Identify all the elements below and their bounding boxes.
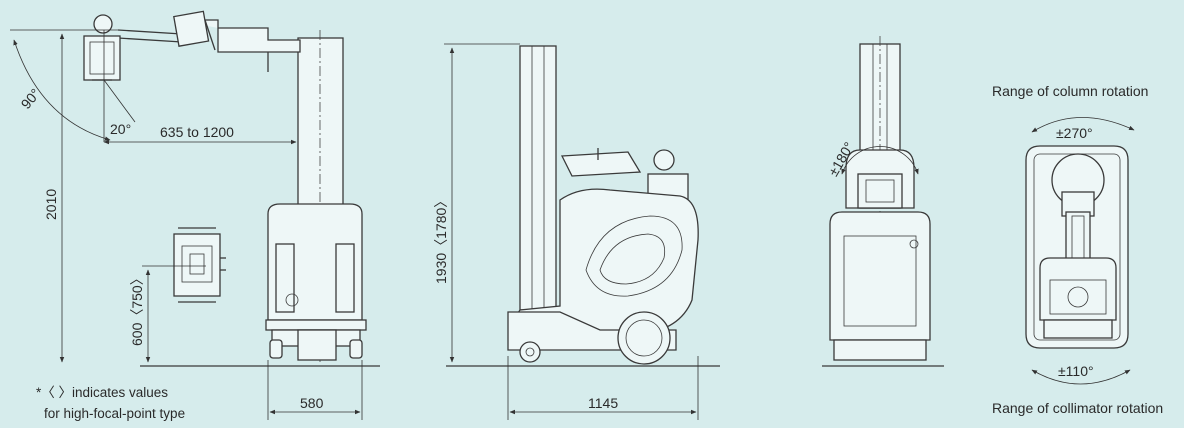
collimator-rotation-title: Range of collimator rotation (992, 400, 1163, 416)
height-2010-label: 2010 (43, 189, 59, 220)
reach-label: 635 to 1200 (160, 124, 234, 140)
rear-view (822, 36, 944, 367)
rotation-110-label: ±110° (1058, 363, 1094, 379)
top-view (1025, 117, 1135, 385)
front-view-labels: 90° 20° 635 to 1200 2010 600〈750〉 580 *〈… (17, 85, 323, 421)
length-1145-label: 1145 (588, 395, 618, 411)
rotation-270-label: ±270° (1056, 125, 1093, 141)
side-view-labels: 1930〈1780〉 1145 (433, 194, 618, 411)
angle-90-label: 90° (17, 85, 43, 112)
front-view (10, 10, 380, 420)
height-1930-label: 1930〈1780〉 (433, 194, 449, 284)
angle-20-label: 20° (110, 121, 131, 137)
note-line-1: *〈 〉indicates values (36, 385, 168, 400)
top-view-labels: Range of column rotation ±270° ±110° Ran… (992, 83, 1163, 416)
column-rotation-title: Range of column rotation (992, 83, 1148, 99)
width-580-label: 580 (300, 395, 324, 411)
height-600-label: 600〈750〉 (129, 271, 145, 346)
note-line-2: for high-focal-point type (44, 406, 185, 421)
side-view (444, 43, 720, 420)
